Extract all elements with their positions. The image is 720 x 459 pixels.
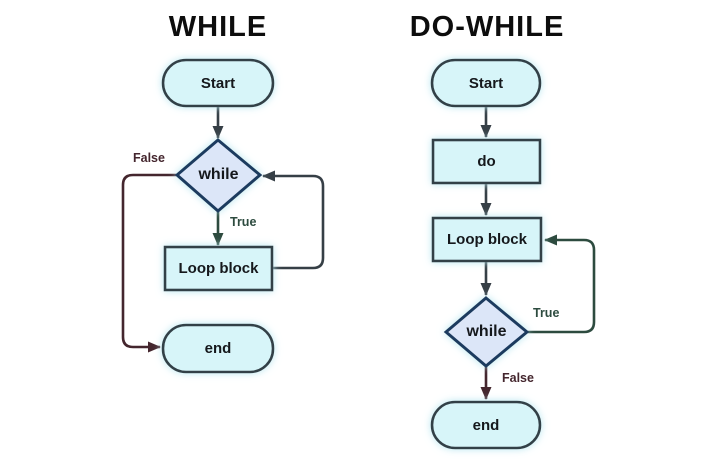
start-node-shape-dowhile-chart: [430, 58, 542, 108]
start-node-shape-while-chart: [161, 58, 275, 108]
arrow-while-true-back-to-loopblock: [528, 234, 596, 334]
while-chart-title: WHILE: [168, 11, 268, 43]
loop-block-shape-dowhile-chart: [431, 216, 543, 263]
dowhile-chart-title: DO-WHILE: [409, 11, 565, 43]
end-node-shape-while-chart: [161, 323, 275, 374]
loop-block-shape-while-chart: [163, 245, 274, 292]
arrow-while-false-to-end: [121, 173, 176, 353]
end-node-shape-dowhile-chart: [430, 400, 542, 450]
while-decision-shape-dowhile-chart: [443, 296, 530, 368]
do-node-shape-dowhile-chart: [431, 138, 542, 185]
arrow-loopblock-back-to-while: [262, 170, 325, 270]
while-decision-shape-while-chart: [174, 138, 263, 213]
